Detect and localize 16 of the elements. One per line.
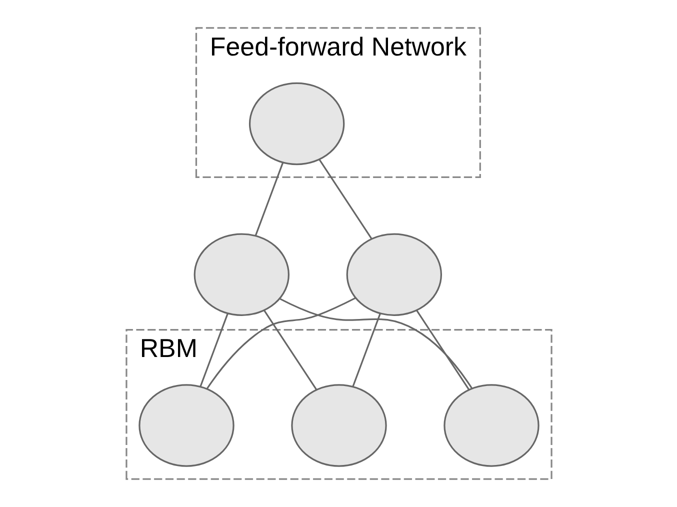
- node-circle: [346, 233, 442, 316]
- cluster: RBM: [125, 328, 552, 480]
- connector: [416, 310, 470, 390]
- connector: [254, 162, 284, 236]
- node-circle: [248, 82, 344, 166]
- connector: [279, 298, 472, 389]
- connector: [199, 313, 228, 387]
- node-circle: [290, 384, 386, 467]
- cluster: Feed-forward Network: [194, 27, 480, 178]
- connector: [263, 310, 317, 390]
- connector: [352, 313, 380, 387]
- connector: [318, 159, 372, 240]
- node-circle: [193, 233, 290, 316]
- node-circle: [138, 384, 234, 467]
- node-circle: [443, 384, 539, 467]
- connector: [206, 297, 356, 390]
